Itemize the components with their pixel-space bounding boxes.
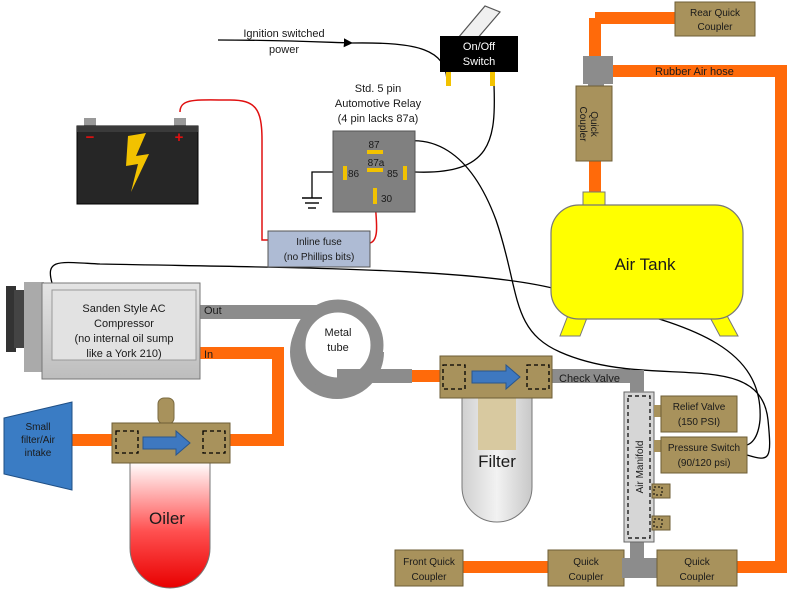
quick-coupler-right: Quick Coupler [656, 549, 738, 587]
rubber-hoses [72, 12, 787, 573]
tank-quick-coupler: Quick Coupler [575, 85, 613, 162]
relay: 87 87a 86 85 30 [332, 130, 416, 213]
air-intake: Small filter/Air intake [3, 401, 73, 491]
relay-pin-86: 86 [348, 169, 360, 180]
oiler-flow-arrow [142, 429, 191, 457]
air-tank: Air Tank [550, 191, 744, 337]
front-quick-coupler: Front Quick Coupler [394, 549, 464, 587]
manifold-label: Air Manifold [635, 441, 646, 494]
coupler-right-label-2: Coupler [679, 572, 715, 583]
compressor-label-2: Compressor [94, 318, 154, 330]
compressor-label-3: (no internal oil sump [74, 333, 173, 345]
hose-right-loop [612, 65, 787, 573]
battery-plus: + [175, 129, 184, 146]
metal-tube-label-2: tube [327, 342, 348, 354]
compressor-out-label: Out [204, 305, 222, 317]
ignition-wire [217, 38, 353, 48]
compressor-label-4: like a York 210) [86, 348, 161, 360]
switch-label-1: On/Off [463, 41, 496, 53]
relay-pin-85: 85 [387, 169, 399, 180]
fuse-label-2: (no Phillips bits) [284, 252, 355, 263]
compressor-to-pressure-switch [49, 261, 761, 446]
inline-fuse: Inline fuse (no Phillips bits) [267, 230, 371, 268]
relay-label-2: Automotive Relay [335, 98, 422, 110]
coupler-mid-label-2: Coupler [568, 572, 604, 583]
relay-pin-30: 30 [381, 194, 393, 205]
ignition-label-1: Ignition switched [243, 28, 324, 40]
tank-coupler-label-1: Quick [588, 111, 599, 138]
lightning-bolt-icon [126, 133, 149, 192]
tank-coupler-label-2: Coupler [577, 106, 588, 142]
switch-label-2: Switch [463, 56, 495, 68]
filter-flow-arrow [471, 363, 521, 391]
pressure-switch-label-1: Pressure Switch [668, 443, 740, 454]
coupler-mid-label-1: Quick [573, 557, 600, 568]
tank-tee-stub [588, 82, 604, 88]
metal-tube-label-1: Metal [325, 327, 352, 339]
battery-minus: − [86, 129, 95, 146]
relay-pin-87a: 87a [368, 158, 385, 169]
battery: − + [76, 118, 199, 205]
ignition-to-switch [351, 42, 448, 81]
filter-label: Filter [478, 452, 516, 471]
relay-label-3: (4 pin lacks 87a) [338, 113, 419, 125]
intake-label-1: Small [25, 422, 50, 433]
switch-toggle [456, 5, 502, 41]
oiler: Oiler [111, 397, 231, 589]
ground-symbol [302, 197, 322, 209]
oiler-label: Oiler [149, 509, 185, 528]
battery-to-fuse-wire [179, 99, 268, 241]
pressure-switch: Pressure Switch (90/120 psi) [660, 436, 748, 474]
intake-label-3: intake [25, 448, 52, 459]
hose-comp-to-oiler [200, 347, 284, 446]
on-off-switch: On/Off Switch [440, 5, 518, 86]
relay-86-ground [311, 171, 334, 198]
ac-compressor: Sanden Style AC Compressor (no internal … [6, 282, 222, 380]
pressure-switch-label-2: (90/120 psi) [678, 458, 731, 469]
coupler-right-label-1: Quick [684, 557, 711, 568]
compressor-label-1: Sanden Style AC [82, 303, 165, 315]
metal-tube-loop [292, 299, 384, 391]
air-manifold: Air Manifold [623, 391, 671, 543]
rear-coupler-label-2: Coupler [697, 22, 733, 33]
air-tank-label: Air Tank [614, 255, 676, 274]
ignition-label-2: power [269, 44, 299, 56]
compressor-in-label: In [204, 349, 213, 361]
relay-pin-87: 87 [368, 140, 380, 151]
relay-label-1: Std. 5 pin [355, 83, 401, 95]
tank-tee [583, 56, 613, 84]
quick-coupler-middle: Quick Coupler [547, 549, 625, 587]
intake-label-2: filter/Air [21, 435, 56, 446]
relief-valve: Relief Valve (150 PSI) [660, 395, 738, 433]
fuse-label-1: Inline fuse [296, 237, 342, 248]
front-coupler-label-1: Front Quick [403, 557, 456, 568]
rear-coupler-label-1: Rear Quick [690, 8, 741, 19]
relief-valve-label-2: (150 PSI) [678, 417, 720, 428]
air-filter: Filter [439, 355, 553, 523]
relief-valve-label-1: Relief Valve [673, 402, 726, 413]
check-valve-label: Check Valve [559, 373, 620, 385]
rubber-hose-label: Rubber Air hose [655, 66, 734, 78]
rear-quick-coupler: Rear Quick Coupler [674, 1, 756, 37]
front-coupler-label-2: Coupler [411, 572, 447, 583]
switch-to-relay-85 [414, 84, 495, 173]
relay-87-to-pressure-switch [386, 140, 771, 459]
